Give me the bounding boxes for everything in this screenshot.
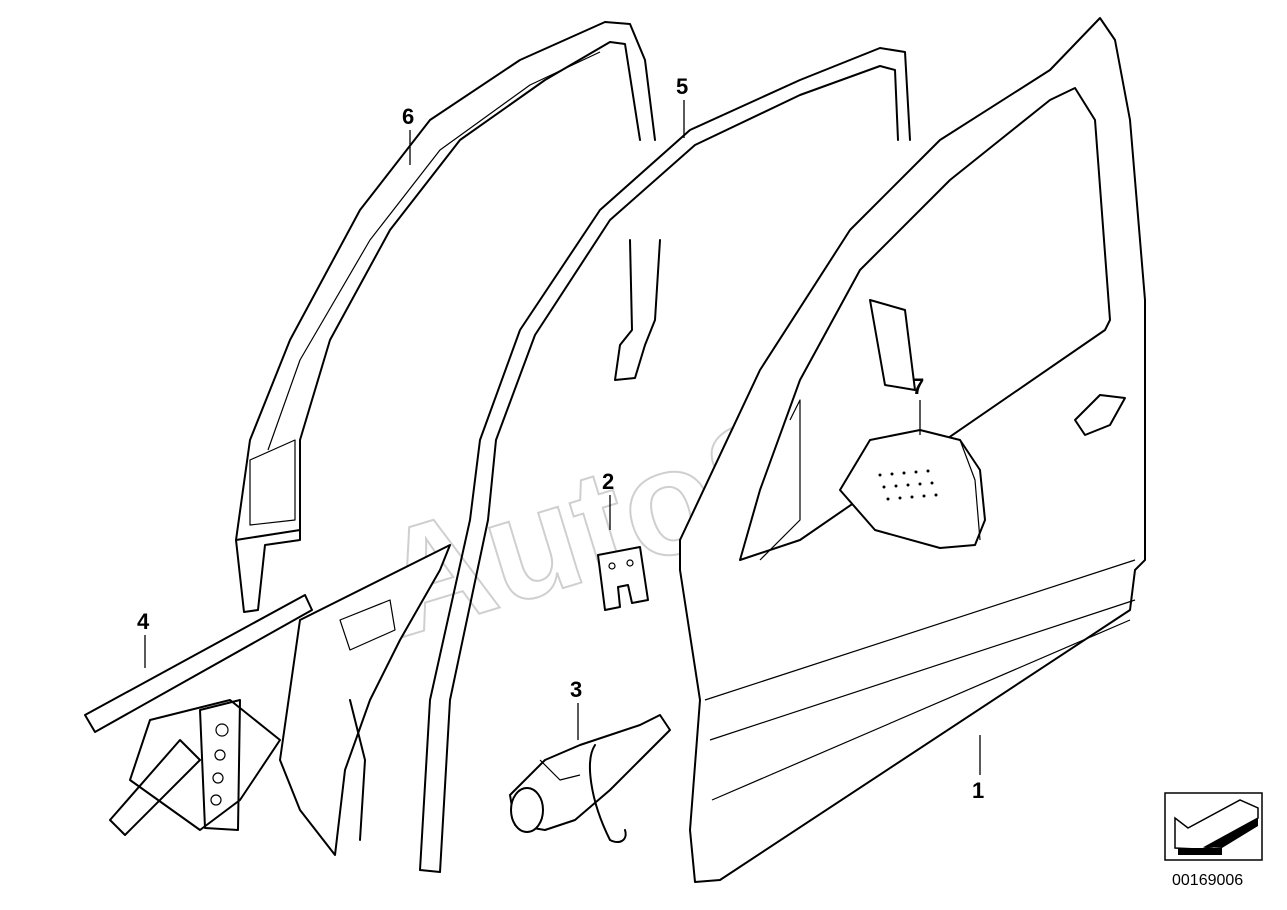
leader-lines: [144, 100, 981, 775]
callout-6[interactable]: 6: [402, 104, 414, 129]
callout-labels: 1 2 3 4 5 6 7: [137, 74, 984, 803]
part-6-window-frame-trim[interactable]: [235, 21, 656, 613]
arrow-down-left-icon[interactable]: [1164, 792, 1263, 861]
mirror-vent-pattern: [878, 469, 938, 501]
callout-3[interactable]: 3: [570, 677, 582, 702]
callout-2[interactable]: 2: [602, 469, 614, 494]
document-id: 00169006: [1172, 872, 1243, 889]
callout-4[interactable]: 4: [137, 609, 150, 634]
callout-5[interactable]: 5: [676, 74, 688, 99]
part-7-mirror-cover[interactable]: [839, 429, 986, 549]
part-2-shim-plate[interactable]: [597, 546, 649, 611]
part-4-window-regulator[interactable]: [84, 544, 451, 856]
part-3-door-check[interactable]: [509, 714, 671, 843]
part-5-door-seal[interactable]: [419, 47, 911, 873]
callout-7[interactable]: 7: [912, 374, 924, 399]
callout-1[interactable]: 1: [972, 778, 984, 803]
